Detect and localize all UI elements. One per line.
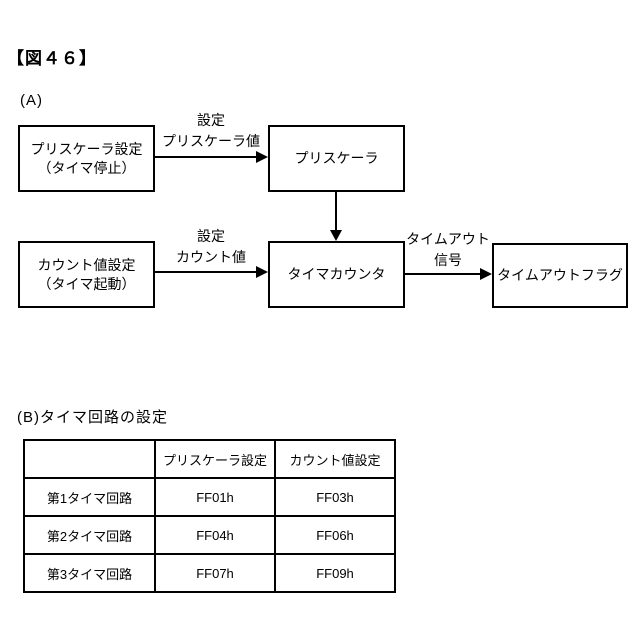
box-count-setting-line1: カウント値設定	[37, 256, 136, 273]
box-timeout-flag-label: タイムアウトフラグ	[497, 267, 623, 284]
set-count-label-line2: カウント値	[176, 249, 246, 265]
box-prescaler-setting-line1: プリスケーラ設定	[30, 140, 143, 157]
header-cell-blank	[23, 439, 156, 479]
box-prescaler-label: プリスケーラ	[294, 150, 379, 167]
section-a-label: (A)	[20, 92, 43, 109]
arrow-set-prescaler-label: 設定 プリスケーラ値	[150, 110, 272, 152]
figure-title: 【図４６】	[7, 49, 97, 68]
box-count-setting: カウント値設定 （タイマ起動）	[18, 241, 155, 308]
box-prescaler-setting: プリスケーラ設定 （タイマ停止）	[18, 125, 155, 192]
header-cell-count: カウント値設定	[274, 439, 396, 479]
arrowhead-right-icon	[256, 151, 268, 163]
timer-settings-table: プリスケーラ設定 カウント値設定 第1タイマ回路 FF01h FF03h 第2タ…	[23, 439, 396, 593]
count-value-cell: FF03h	[274, 477, 396, 517]
row-label-cell: 第2タイマ回路	[23, 515, 156, 555]
box-prescaler-setting-line2: （タイマ停止）	[37, 159, 136, 176]
table-row: 第2タイマ回路 FF04h FF06h	[23, 515, 396, 555]
arrowhead-right-icon	[480, 268, 492, 280]
arrowhead-down-icon	[330, 230, 342, 241]
box-count-setting-line2: （タイマ起動）	[37, 275, 136, 292]
arrow-set-count-line	[155, 271, 257, 273]
table-row: 第1タイマ回路 FF01h FF03h	[23, 477, 396, 517]
arrow-set-count-label: 設定 カウント値	[150, 226, 272, 268]
row-label-cell: 第3タイマ回路	[23, 553, 156, 593]
box-timer-counter-label: タイマカウンタ	[287, 266, 386, 283]
box-timer-counter: タイマカウンタ	[268, 241, 405, 308]
set-count-label-line1: 設定	[197, 228, 225, 244]
arrow-timeout-signal-label: タイムアウト 信号	[400, 229, 496, 271]
arrow-timeout-signal-line	[405, 273, 481, 275]
count-value-cell: FF06h	[274, 515, 396, 555]
box-prescaler: プリスケーラ	[268, 125, 405, 192]
prescaler-value-cell: FF01h	[154, 477, 276, 517]
timeout-signal-label-line1: タイムアウト	[406, 231, 490, 247]
set-prescaler-label-line2: プリスケーラ値	[162, 133, 260, 149]
row-label-cell: 第1タイマ回路	[23, 477, 156, 517]
count-value-cell: FF09h	[274, 553, 396, 593]
box-timeout-flag: タイムアウトフラグ	[492, 243, 628, 308]
table-row: 第3タイマ回路 FF07h FF09h	[23, 553, 396, 593]
set-prescaler-label-line1: 設定	[197, 112, 225, 128]
header-cell-prescaler: プリスケーラ設定	[154, 439, 276, 479]
timeout-signal-label-line2: 信号	[434, 252, 462, 268]
prescaler-value-cell: FF04h	[154, 515, 276, 555]
arrow-set-prescaler-line	[155, 156, 257, 158]
prescaler-value-cell: FF07h	[154, 553, 276, 593]
arrow-prescaler-to-counter-line	[335, 192, 337, 231]
table-header-row: プリスケーラ設定 カウント値設定	[23, 439, 396, 479]
section-b-label: (B)タイマ回路の設定	[17, 409, 168, 426]
arrowhead-right-icon	[256, 266, 268, 278]
